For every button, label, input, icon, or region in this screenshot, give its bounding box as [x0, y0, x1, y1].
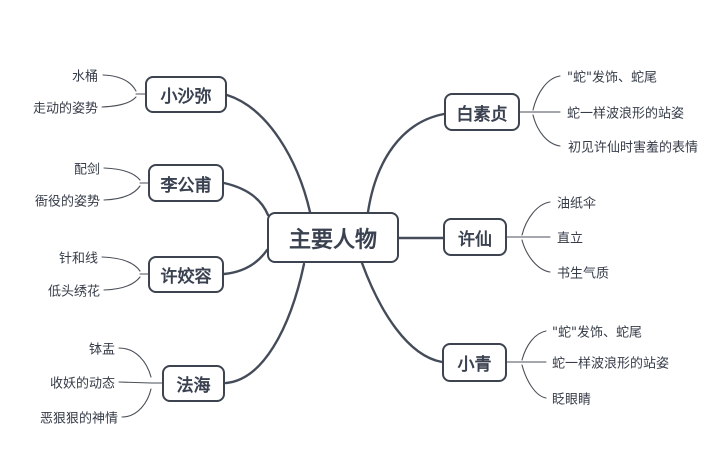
attribute-label[interactable]: 衙役的姿势 — [34, 194, 100, 210]
subline-shouyao — [118, 381, 152, 384]
attribute-label[interactable]: 收妖的动态 — [49, 376, 115, 392]
node-ligongfu[interactable]: 李公甫 — [148, 164, 224, 202]
node-xiaoshami[interactable]: 小沙弥 — [145, 76, 227, 113]
branch-xiaoqing — [360, 261, 444, 364]
node-xujiaorong[interactable]: 许姣容 — [148, 256, 224, 293]
attribute-label[interactable]: 恶狠狠的神情 — [39, 411, 118, 427]
attribute-label[interactable]: 蛇一样波浪形的站姿 — [567, 106, 685, 122]
subline-bsz-top — [532, 75, 561, 111]
attribute-label[interactable]: 眨眼睛 — [552, 392, 592, 408]
attribute-label[interactable]: 针和线 — [58, 251, 98, 267]
branch-fahai — [224, 262, 306, 385]
subline-xx-top — [521, 201, 551, 236]
subline-peijian — [103, 167, 141, 181]
subline-xq-top — [521, 330, 547, 361]
attribute-label[interactable]: 书生气质 — [557, 266, 610, 282]
subline-yayi — [103, 185, 141, 201]
root-node[interactable]: 主要人物 — [267, 212, 399, 263]
branch-baisuzhen — [366, 112, 446, 214]
attribute-label[interactable]: 水桶 — [71, 69, 98, 85]
subline-shuitong — [102, 74, 137, 92]
attribute-label[interactable]: 低头绣花 — [47, 284, 100, 300]
subline-bsz-bottom — [532, 114, 561, 147]
attribute-label[interactable]: "蛇"发饰、蛇尾 — [552, 325, 642, 341]
node-fahai[interactable]: 法海 — [162, 365, 225, 402]
attribute-label[interactable]: 直立 — [557, 231, 584, 247]
attribute-label[interactable]: 钵盂 — [88, 342, 115, 358]
attribute-label[interactable]: 蛇一样波浪形的站姿 — [552, 356, 670, 372]
attribute-label[interactable]: 配剑 — [73, 162, 100, 178]
branch-xujiaorong — [222, 248, 269, 276]
node-baisuzhen[interactable]: 白素贞 — [444, 93, 520, 131]
subline-boyu — [118, 347, 152, 378]
attribute-label[interactable]: 走动的姿势 — [32, 101, 98, 117]
subline-zoudong — [101, 96, 137, 108]
subline-xq-bottom — [521, 364, 547, 399]
node-xiaoqing[interactable]: 小青 — [442, 343, 507, 382]
subline-zhenhexian — [101, 256, 141, 272]
branch-ligongfu — [222, 181, 270, 217]
attribute-label[interactable]: 油纸伞 — [557, 196, 597, 212]
subline-ehenhen — [121, 388, 152, 418]
subline-xx-bottom — [521, 239, 551, 273]
branch-xiaoshami — [225, 93, 312, 214]
node-xuxian[interactable]: 许仙 — [443, 218, 507, 256]
subline-ditou — [103, 276, 141, 291]
attribute-label[interactable]: "蛇"发饰、蛇尾 — [567, 70, 657, 86]
attribute-label[interactable]: 初见许仙时害羞的表情 — [568, 140, 699, 156]
